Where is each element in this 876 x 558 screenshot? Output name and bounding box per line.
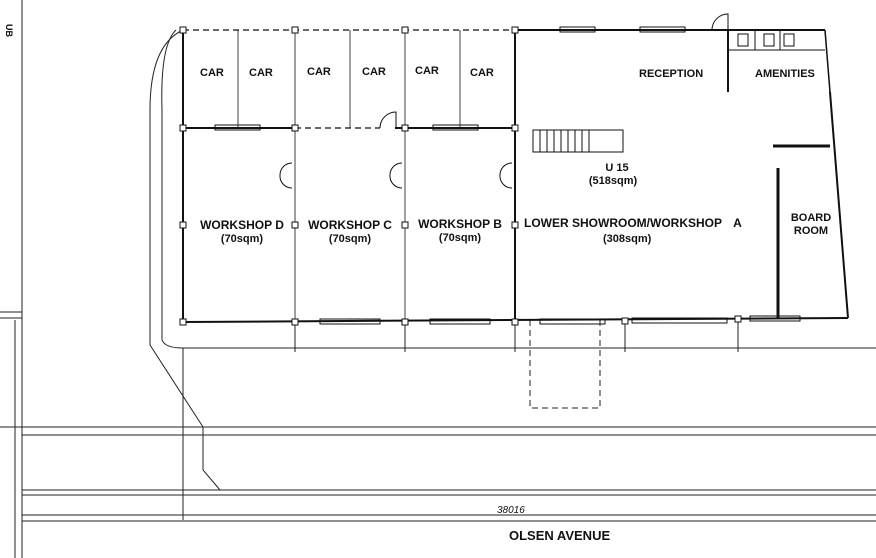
workshop-b-name: WORKSHOP B xyxy=(418,217,502,231)
lower-showroom-suffix: A xyxy=(733,216,742,230)
car-space-label: CAR xyxy=(415,65,439,77)
workshop-c-area: (70sqm) xyxy=(328,232,372,245)
dashed-canopy xyxy=(529,320,601,409)
car-space-label: CAR xyxy=(307,66,331,78)
unit-area: (518sqm) xyxy=(588,174,638,187)
windows xyxy=(214,26,801,325)
workshop-b-area: (70sqm) xyxy=(438,231,482,244)
workshop-d-label: WORKSHOP D (70sqm) xyxy=(193,218,291,245)
building-walls xyxy=(182,29,849,323)
workshop-b-label: WORKSHOP B (70sqm) xyxy=(412,217,508,244)
unit-name: U 15 xyxy=(605,162,629,174)
workshop-d-name: WORKSHOP D xyxy=(200,218,284,232)
board-room-line2: ROOM xyxy=(793,224,829,237)
workshop-d-area: (70sqm) xyxy=(220,232,264,245)
car-space-label: CAR xyxy=(470,67,494,79)
unit-label: U 15 (518sqm) xyxy=(589,162,642,187)
edge-label: UB xyxy=(4,24,14,37)
board-room-line1: BOARD xyxy=(790,212,832,224)
car-space-label: CAR xyxy=(200,67,224,79)
car-space-label: CAR xyxy=(249,67,273,79)
reception-label: RECEPTION xyxy=(639,68,704,80)
lower-showroom-name: LOWER SHOWROOM/WORKSHOP xyxy=(524,216,722,230)
doors xyxy=(279,13,729,189)
amenities-label: AMENITIES xyxy=(755,68,815,80)
lower-showroom-label: LOWER SHOWROOM/WORKSHOP A xyxy=(524,216,742,231)
stairs xyxy=(532,129,624,153)
dimension-label: 38016 xyxy=(497,505,525,516)
board-room-label: BOARD ROOM xyxy=(786,212,836,237)
lower-showroom-area: (308sqm) xyxy=(603,233,652,245)
workshop-c-label: WORKSHOP C (70sqm) xyxy=(302,218,398,245)
column-markers xyxy=(179,26,742,326)
street-name: OLSEN AVENUE xyxy=(509,528,611,543)
car-space-label: CAR xyxy=(362,66,386,78)
workshop-c-name: WORKSHOP C xyxy=(308,218,392,232)
amenity-fixtures xyxy=(737,33,795,47)
